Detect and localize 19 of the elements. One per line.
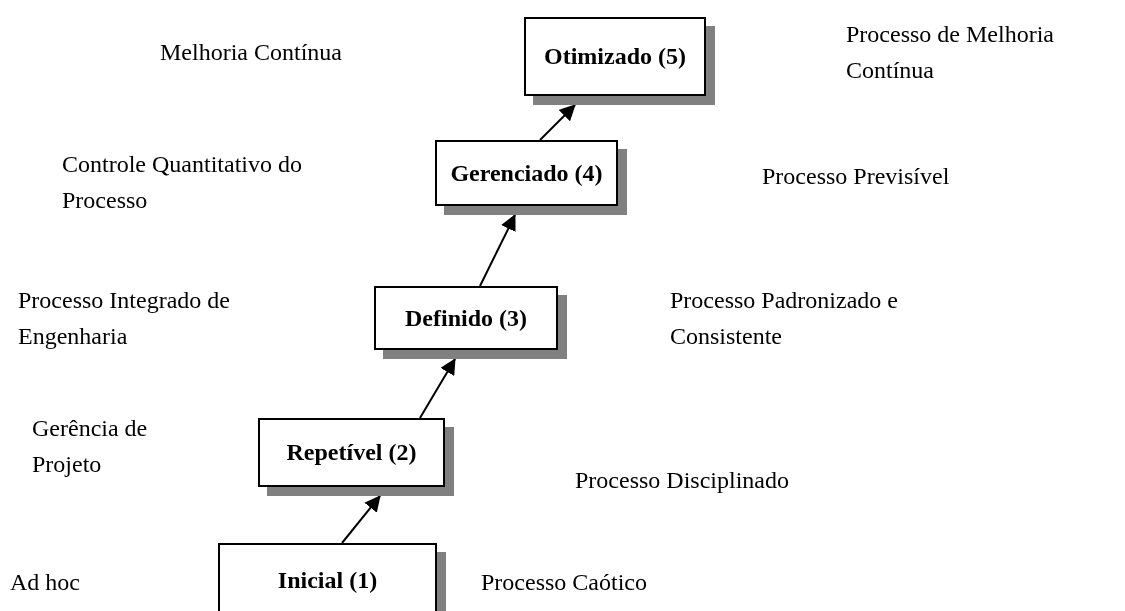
arrow xyxy=(341,495,381,544)
side-label: Processo Padronizado e Consistente xyxy=(670,286,899,351)
arrow xyxy=(419,358,456,419)
level-name: Repetível (2) xyxy=(286,439,417,466)
side-label: Controle Quantitativo do Processo xyxy=(62,150,303,215)
level-name: Gerenciado (4) xyxy=(450,159,603,187)
side-label: Processo Previsível xyxy=(762,162,951,191)
arrow xyxy=(539,104,576,141)
side-label: Gerência de Projeto xyxy=(32,414,149,479)
side-label: Melhoria Contínua xyxy=(160,38,343,67)
side-label: Processo Disciplinado xyxy=(575,466,790,495)
arrow xyxy=(479,214,516,287)
level-name: Definido (3) xyxy=(405,304,527,332)
side-label: Processo Integrado de Engenharia xyxy=(18,286,231,351)
side-label: Ad hoc xyxy=(10,568,81,597)
level-name: Otimizado (5) xyxy=(544,43,686,70)
side-label: Processo Caótico xyxy=(481,568,648,597)
side-label: Processo de Melhoria Contínua xyxy=(846,20,1055,85)
level-name: Inicial (1) xyxy=(277,567,378,594)
